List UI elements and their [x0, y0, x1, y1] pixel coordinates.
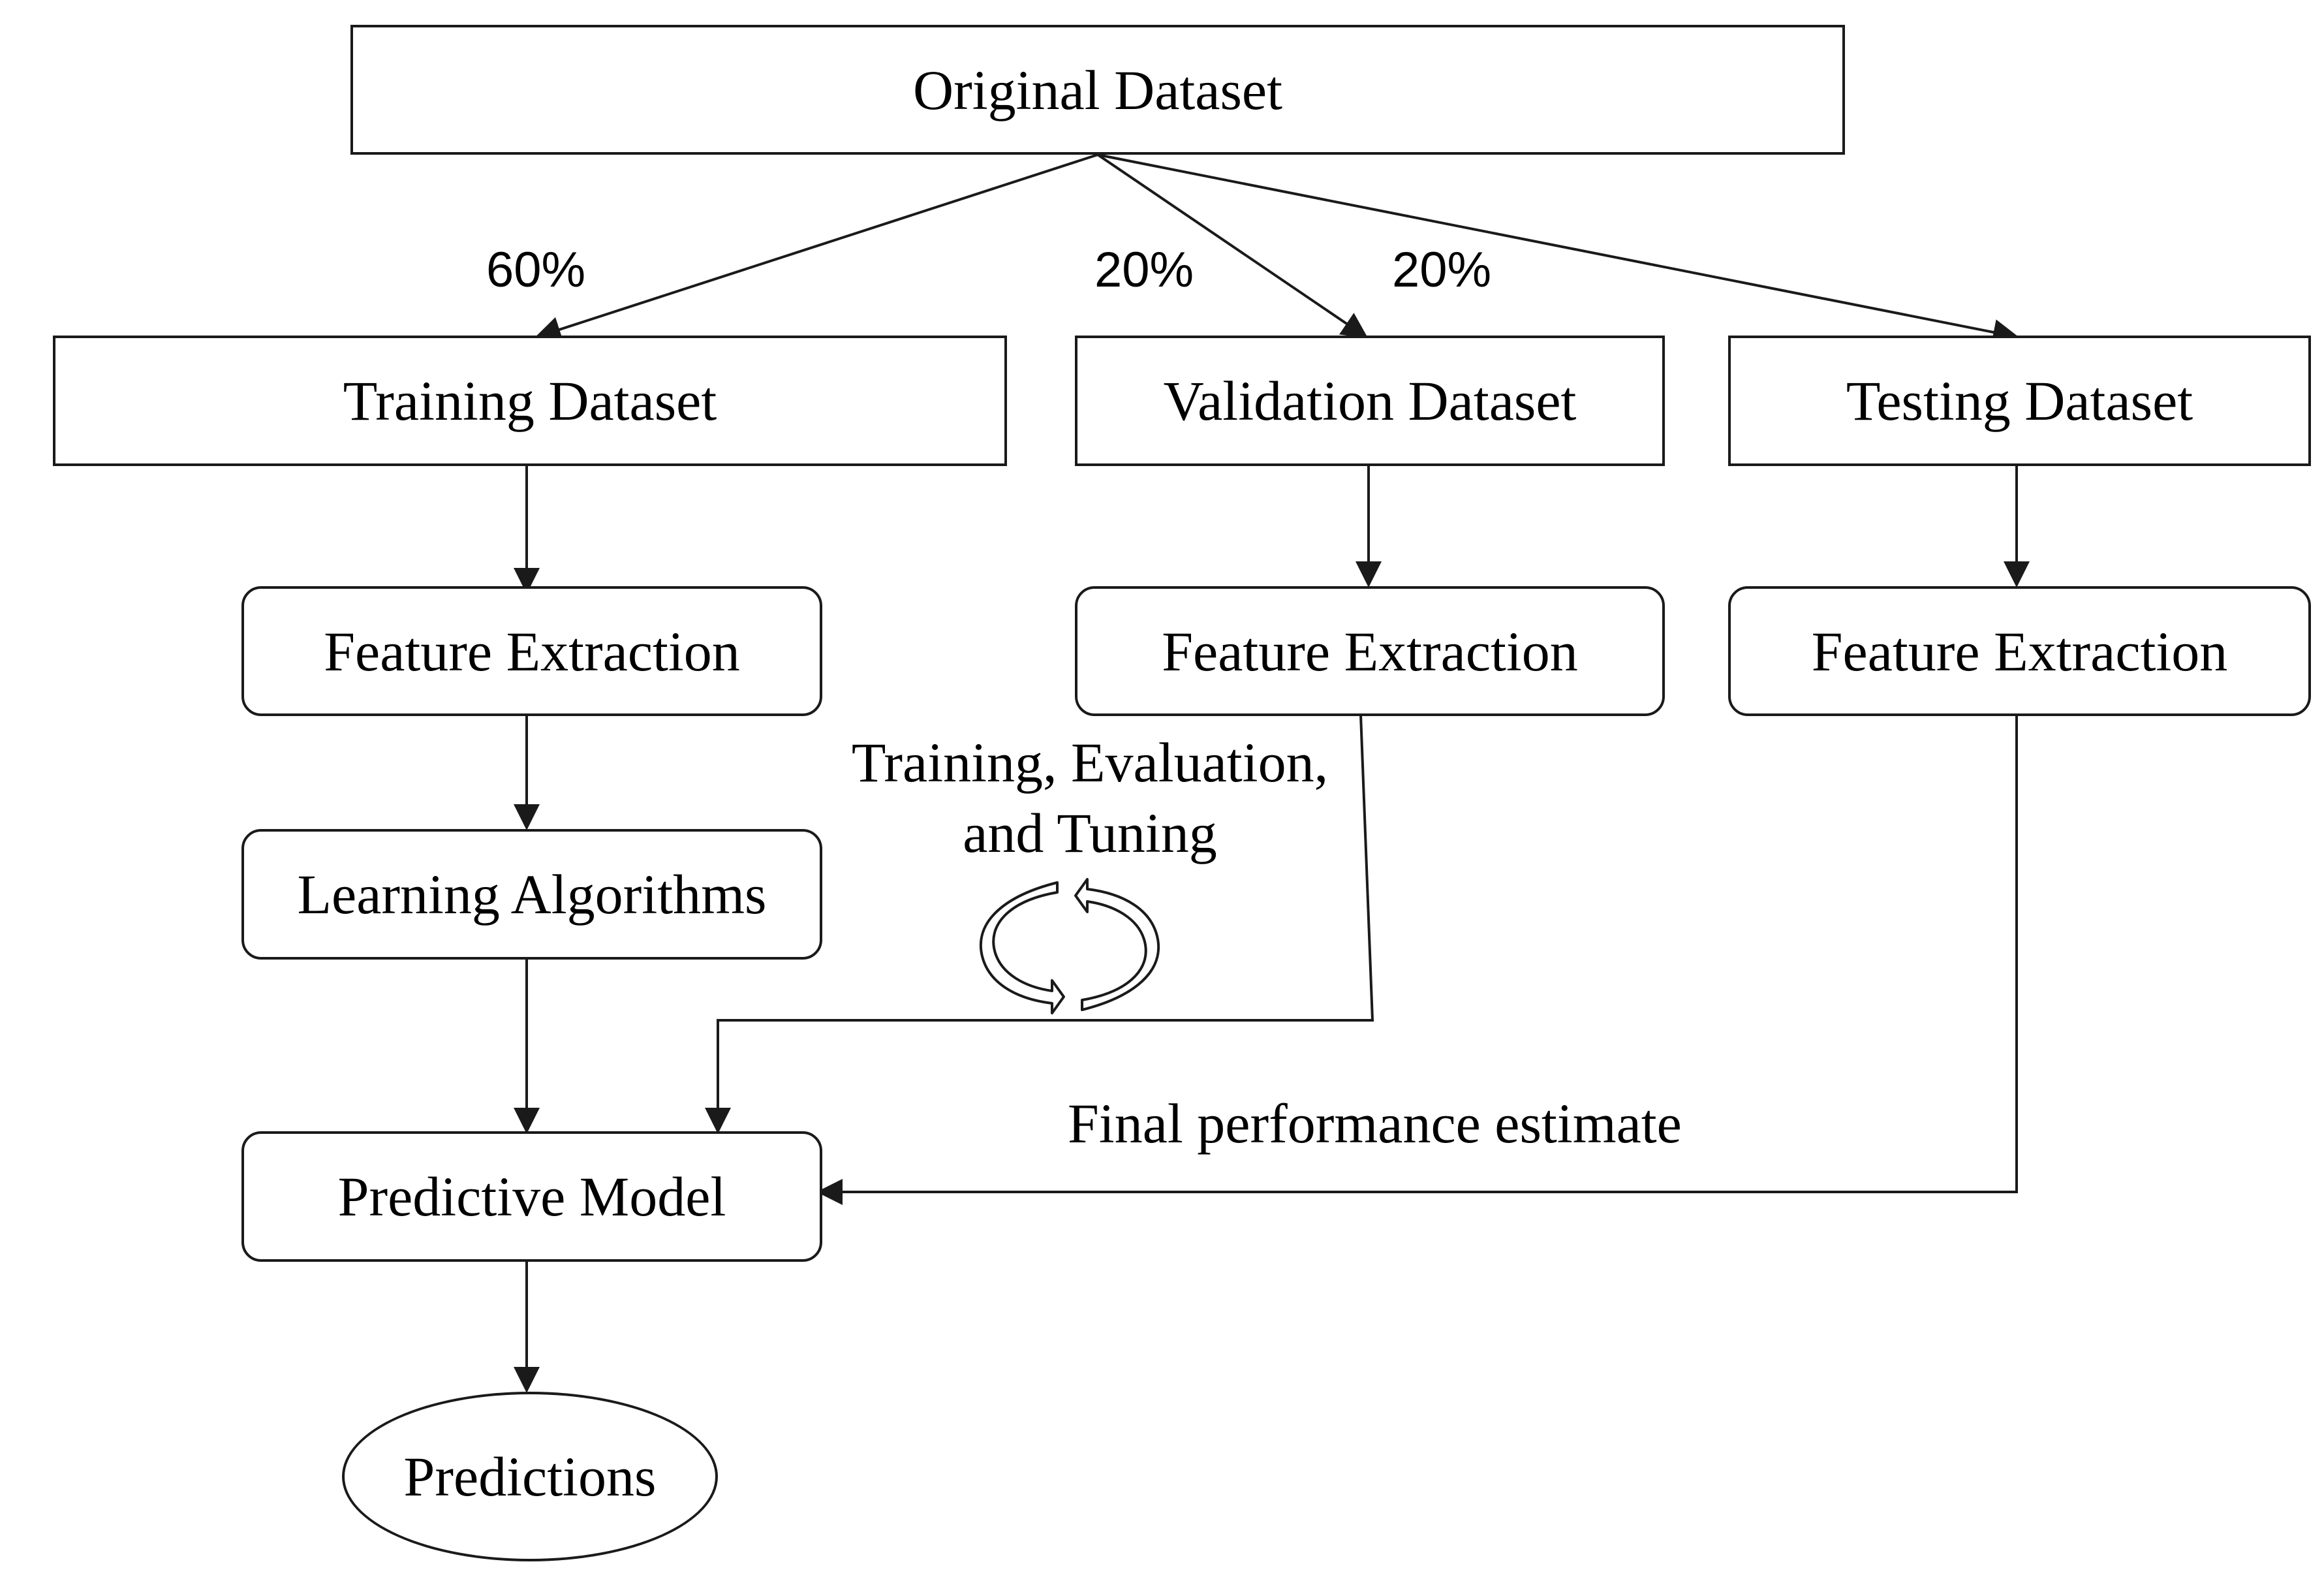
arrow-original-to-testing: [1097, 153, 2019, 345]
training-dataset-label: Training Dataset: [343, 369, 717, 432]
arrow-original-to-validation: [1096, 153, 1369, 339]
training-split-label: 60%: [486, 242, 586, 298]
predictions-ellipse: Predictions: [342, 1392, 718, 1561]
original-dataset-label: Original Dataset: [913, 58, 1282, 121]
tuning-label: Training, Evaluation, and Tuning: [809, 728, 1371, 868]
arrow-validation-fe-to-model: [705, 714, 1374, 1134]
training-dataset-box: Training Dataset: [53, 336, 1007, 466]
refresh-cycle-icon: [979, 878, 1160, 1014]
learning-algorithms-label: Learning Algorithms: [297, 863, 767, 926]
validation-dataset-label: Validation Dataset: [1163, 369, 1577, 432]
training-feature-extraction-label: Feature Extraction: [324, 619, 740, 683]
arrow-original-to-training: [535, 153, 1098, 342]
validation-feature-extraction-label: Feature Extraction: [1162, 619, 1578, 683]
predictions-label: Predictions: [403, 1445, 657, 1508]
arrow-testing-fe-to-model: [816, 715, 2018, 1205]
testing-feature-extraction-label: Feature Extraction: [1811, 619, 2228, 683]
tuning-label-line-1: Training, Evaluation,: [851, 731, 1329, 794]
predictive-model-label: Predictive Model: [337, 1165, 726, 1228]
testing-dataset-label: Testing Dataset: [1846, 369, 2193, 432]
testing-split-label: 20%: [1392, 242, 1492, 298]
testing-feature-extraction-box: Feature Extraction: [1728, 586, 2311, 716]
validation-split-label: 20%: [1094, 242, 1194, 298]
original-dataset-box: Original Dataset: [350, 25, 1845, 155]
predictive-model-box: Predictive Model: [241, 1131, 822, 1262]
learning-algorithms-box: Learning Algorithms: [241, 829, 822, 960]
final-performance-label: Final performance estimate: [1068, 1092, 1682, 1155]
training-feature-extraction-box: Feature Extraction: [241, 586, 822, 716]
tuning-label-line-2: and Tuning: [963, 801, 1217, 864]
validation-feature-extraction-box: Feature Extraction: [1075, 586, 1665, 716]
validation-dataset-box: Validation Dataset: [1075, 336, 1665, 466]
testing-dataset-box: Testing Dataset: [1728, 336, 2311, 466]
